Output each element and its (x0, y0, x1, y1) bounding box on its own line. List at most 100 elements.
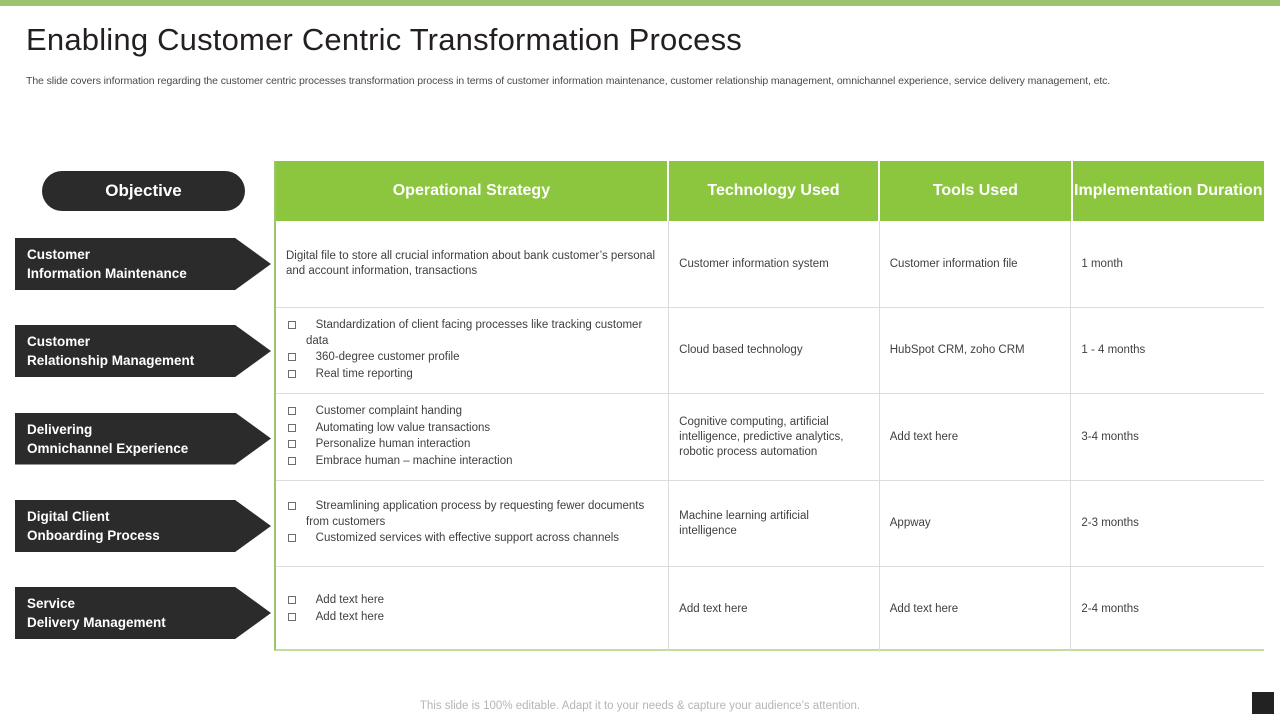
page-subtitle: The slide covers information regarding t… (26, 75, 1111, 87)
cell-implementation-duration: 3-4 months (1071, 394, 1264, 480)
objective-arrow-line2: Relationship Management (27, 353, 195, 368)
checkbox-icon (288, 440, 296, 448)
table-body: Digital file to store all crucial inform… (276, 221, 1264, 652)
strategy-bullet-item: Standardization of client facing process… (286, 318, 658, 349)
cell-technology-used: Add text here (669, 567, 880, 652)
column-header-tools-used: Tools Used (880, 161, 1071, 221)
strategy-bullet-item: Add text here (286, 593, 658, 609)
cell-technology-used: Cloud based technology (669, 308, 880, 393)
cell-implementation-duration: 2-3 months (1071, 481, 1264, 566)
cell-tools-used: HubSpot CRM, zoho CRM (880, 308, 1072, 393)
top-accent-bar (0, 0, 1280, 6)
objective-arrow-line1: Digital Client (27, 509, 110, 524)
cell-operational-strategy: Standardization of client facing process… (276, 308, 670, 393)
cell-tools-used-text: Add text here (889, 603, 959, 615)
checkbox-icon (288, 369, 296, 378)
strategy-bullet-item: Personalize human interaction (286, 437, 658, 453)
strategy-bullet-item: Add text here (286, 610, 658, 626)
corner-marker (1252, 692, 1274, 714)
cell-tools-used-text: Add text here (889, 430, 959, 443)
strategy-paragraph: Digital file to store all crucial inform… (286, 250, 656, 277)
cell-technology-used-text: Machine learning artificial intelligence (679, 509, 809, 537)
checkbox-icon (288, 321, 296, 329)
strategy-bullet-item: 360-degree customer profile (286, 350, 658, 366)
footer-note: This slide is 100% editable. Adapt it to… (419, 700, 861, 712)
strategy-bullet-label: Customized services with effective suppo… (315, 532, 620, 545)
cell-implementation-duration-text: 1 - 4 months (1081, 344, 1146, 356)
strategy-bullet-label: Automating low value transactions (315, 421, 491, 434)
strategy-bullet-item: Customer complaint handing (286, 404, 658, 420)
checkbox-icon (288, 407, 296, 415)
cell-implementation-duration-text: 2-4 months (1081, 603, 1139, 615)
cell-tools-used: Add text here (880, 394, 1072, 480)
strategy-bullet-label: 360-degree customer profile (315, 351, 460, 363)
cell-tools-used: Appway (880, 481, 1072, 566)
column-header-operational-strategy: Operational Strategy (276, 161, 667, 221)
strategy-bullet-list: Streamlining application process by requ… (286, 499, 658, 548)
checkbox-icon (288, 596, 296, 604)
table-row: Digital file to store all crucial inform… (276, 221, 1264, 307)
objective-arrow-line2: Delivery Management (27, 615, 166, 630)
strategy-bullet-label: Streamlining application process by requ… (306, 500, 645, 528)
strategy-bullet-item: Customized services with effective suppo… (286, 531, 658, 547)
objective-arrow-line2: Information Maintenance (27, 266, 187, 281)
cell-implementation-duration: 2-4 months (1071, 567, 1264, 652)
cell-tools-used: Add text here (880, 567, 1072, 652)
strategy-bullet-label: Customer complaint handing (315, 405, 463, 417)
cell-implementation-duration-text: 1 month (1081, 257, 1123, 270)
checkbox-icon (288, 456, 296, 465)
checkbox-icon (288, 423, 296, 432)
page-title: Enabling Customer Centric Transformation… (26, 22, 743, 57)
checkbox-icon (288, 353, 296, 361)
cell-tools-used: Customer information file (880, 221, 1072, 307)
cell-implementation-duration: 1 - 4 months (1071, 308, 1264, 393)
strategy-bullet-item: Real time reporting (286, 367, 658, 383)
objective-arrow-line1: Customer (27, 334, 91, 349)
strategy-bullet-list: Standardization of client facing process… (286, 318, 658, 383)
strategy-bullet-label: Add text here (315, 594, 385, 606)
strategy-bullet-label: Embrace human – machine interaction (315, 454, 513, 467)
transformation-table: Operational Strategy Technology Used Too… (274, 161, 1264, 652)
table-header-row: Operational Strategy Technology Used Too… (276, 161, 1264, 221)
strategy-bullet-label: Add text here (315, 610, 385, 623)
checkbox-icon (288, 612, 296, 621)
cell-implementation-duration-text: 2-3 months (1081, 517, 1139, 529)
strategy-bullet-item: Automating low value transactions (286, 421, 658, 437)
objective-arrow-line1: Delivering (27, 421, 93, 437)
cell-technology-used-text: Cognitive computing, artificial intellig… (679, 415, 844, 458)
cell-technology-used: Customer information system (669, 221, 880, 307)
cell-technology-used: Cognitive computing, artificial intellig… (669, 394, 880, 480)
cell-technology-used: Machine learning artificial intelligence (669, 481, 880, 566)
strategy-bullet-label: Personalize human interaction (315, 438, 471, 450)
cell-technology-used-text: Cloud based technology (679, 344, 803, 356)
checkbox-icon (288, 534, 296, 543)
column-header-implementation-duration: Implementation Duration (1072, 161, 1264, 221)
objective-arrow-line2: Onboarding Process (27, 528, 160, 543)
cell-technology-used-text: Add text here (679, 603, 748, 615)
checkbox-icon (288, 502, 296, 511)
objective-pill-label: Objective (105, 181, 182, 200)
cell-implementation-duration: 1 month (1071, 221, 1264, 307)
cell-implementation-duration-text: 3-4 months (1081, 430, 1139, 443)
cell-technology-used-text: Customer information system (679, 257, 829, 270)
cell-tools-used-text: Appway (889, 517, 931, 529)
strategy-bullet-item: Embrace human – machine interaction (286, 454, 658, 470)
strategy-bullet-item: Streamlining application process by requ… (286, 499, 658, 530)
table-row: Streamlining application process by requ… (276, 480, 1264, 566)
strategy-bullet-label: Standardization of client facing process… (306, 319, 643, 347)
cell-tools-used-text: Customer information file (889, 257, 1018, 270)
column-header-technology-used: Technology Used (668, 161, 879, 221)
objective-arrow-line2: Omnichannel Experience (27, 440, 189, 456)
objective-pill: Objective (42, 171, 245, 211)
